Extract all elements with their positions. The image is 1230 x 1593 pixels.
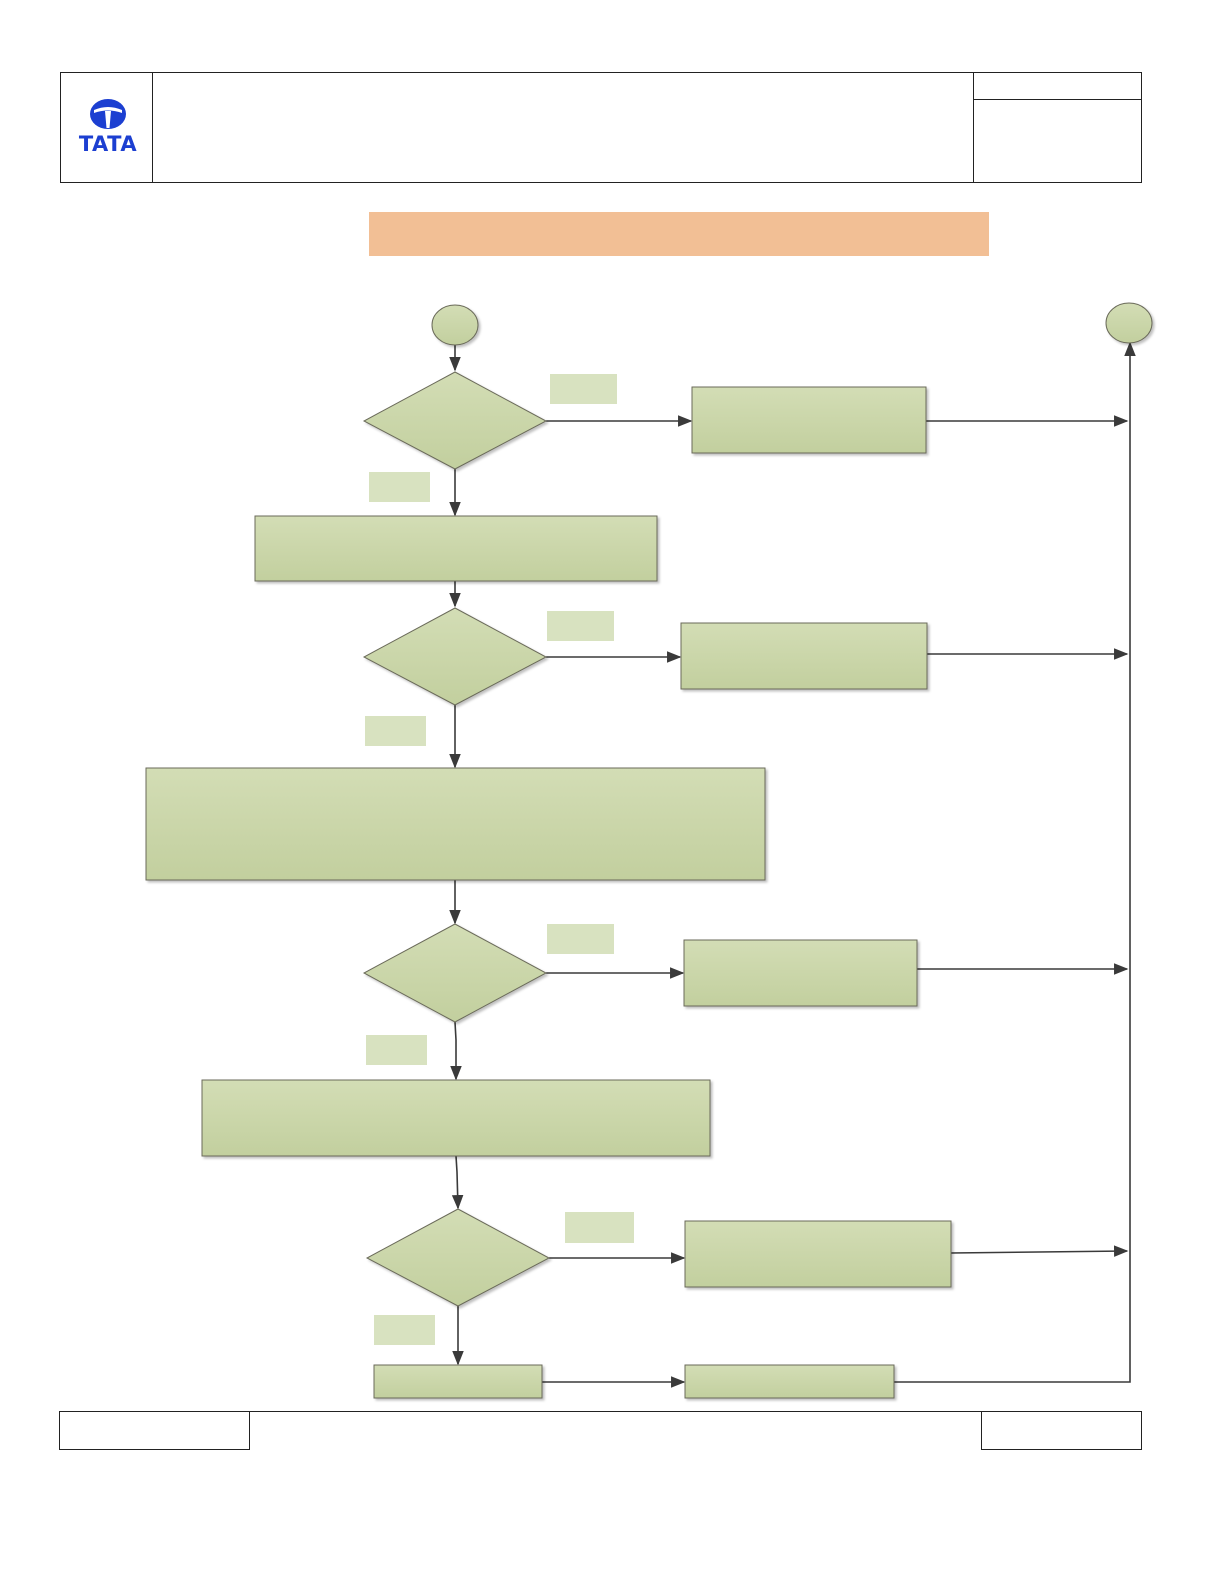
decision-3 bbox=[362, 923, 548, 1023]
footer-center-line bbox=[250, 1411, 981, 1412]
process-r1 bbox=[691, 386, 927, 454]
footer-right bbox=[982, 1412, 1141, 1436]
edge-r4-end bbox=[950, 1245, 1129, 1257]
decision-2 bbox=[362, 607, 548, 706]
edge-label-d1-down bbox=[369, 472, 430, 502]
process-r5 bbox=[684, 1364, 895, 1399]
edge-d3-p3 bbox=[450, 1021, 462, 1081]
decision-1 bbox=[362, 371, 548, 470]
edge-r5-end bbox=[894, 341, 1136, 1383]
footer-center bbox=[250, 1411, 981, 1423]
process-p1 bbox=[254, 515, 658, 582]
edge-label-d1-right bbox=[550, 374, 617, 404]
tata-logo: TATA bbox=[70, 96, 146, 158]
footer-left bbox=[60, 1412, 249, 1436]
edge-label-d4-right bbox=[565, 1212, 634, 1243]
process-p2 bbox=[145, 767, 766, 881]
header-rev-cell bbox=[973, 99, 1142, 183]
decision-4 bbox=[365, 1208, 551, 1307]
edge-p3-d4 bbox=[451, 1155, 464, 1210]
node-end bbox=[1105, 302, 1153, 344]
process-r4 bbox=[684, 1220, 952, 1288]
edge-label-d3-right bbox=[547, 924, 614, 954]
edge-label-d4-down bbox=[374, 1315, 435, 1345]
tata-logo-mark bbox=[90, 99, 126, 129]
node-start bbox=[431, 304, 479, 346]
footer-right-cell bbox=[981, 1411, 1142, 1450]
edge-label-d2-down bbox=[365, 716, 426, 746]
section-banner bbox=[369, 212, 989, 256]
footer-left-cell bbox=[59, 1411, 250, 1450]
logo-wordmark: TATA bbox=[78, 132, 138, 156]
process-p4 bbox=[373, 1364, 543, 1399]
process-p3 bbox=[201, 1079, 711, 1157]
edge-label-d3-down bbox=[366, 1035, 427, 1065]
process-r2 bbox=[680, 622, 928, 690]
edge-label-d2-right bbox=[547, 611, 614, 641]
process-r3 bbox=[683, 939, 918, 1007]
